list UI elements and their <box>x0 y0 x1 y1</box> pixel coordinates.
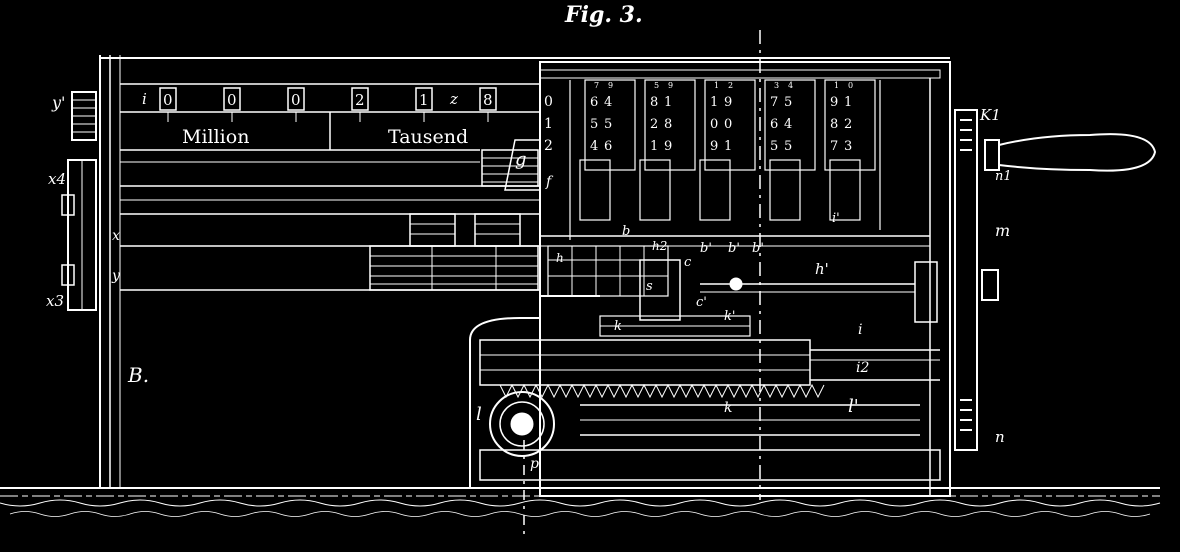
col-digit: 9 <box>830 95 838 110</box>
hatched-blocks <box>369 149 539 291</box>
result-letter-z: z <box>449 90 458 108</box>
label-f: f <box>545 174 554 190</box>
label-l1: l' <box>848 396 859 417</box>
label-kk: k <box>724 400 732 416</box>
label-s: s <box>646 279 653 294</box>
label-m: m <box>995 221 1010 240</box>
wheel-l <box>489 391 555 457</box>
label-x: x <box>112 228 120 244</box>
label-b1: b' <box>700 241 712 256</box>
col-digit: 6 <box>604 139 612 154</box>
col-top-digit: 2 <box>728 81 733 90</box>
col-digit: 4 <box>604 95 612 110</box>
col-digit: 5 <box>604 117 612 132</box>
label-h2: h2 <box>652 239 667 253</box>
row-number: 1 <box>544 116 553 132</box>
result-digit: 1 <box>419 91 429 109</box>
left-frame-plate <box>99 55 121 488</box>
col-digit: 8 <box>664 117 672 132</box>
result-digit: 8 <box>483 91 493 109</box>
label-c1: c' <box>696 295 707 310</box>
col-digit: 1 <box>844 95 852 110</box>
col-top-digit: 1 <box>834 81 839 90</box>
label-p: p <box>530 456 539 472</box>
drive-mechanism <box>540 235 938 337</box>
label-K1: K1 <box>979 106 1001 124</box>
label-k1: k' <box>724 309 735 324</box>
col-digit: 1 <box>724 139 732 154</box>
col-digit: 9 <box>710 139 718 154</box>
col-digit: 6 <box>590 95 598 110</box>
col-top-digit: 7 <box>594 81 599 90</box>
crank-handle <box>954 109 1157 451</box>
col-digit: 2 <box>650 117 658 132</box>
col-digit: 7 <box>770 95 778 110</box>
col-digit: 5 <box>590 117 598 132</box>
label-x4: x4 <box>48 170 66 188</box>
right-frame <box>539 61 951 497</box>
scale-ticks <box>167 112 489 150</box>
left-gear-stack <box>61 91 97 311</box>
col-digit: 0 <box>724 117 732 132</box>
col-digit: 3 <box>844 139 852 154</box>
col-digit: 7 <box>830 139 838 154</box>
col-digit: 1 <box>710 95 718 110</box>
col-top-digit: 0 <box>848 81 853 90</box>
label-l: l <box>476 404 482 425</box>
result-digit: 0 <box>291 91 301 109</box>
label-y1: y' <box>51 93 65 112</box>
scale-label-million: Million <box>182 126 249 148</box>
col-digit: 4 <box>784 117 792 132</box>
figure-title: Fig. 3. <box>564 2 643 28</box>
col-digit: 8 <box>650 95 658 110</box>
scale-label-tausend: Tausend <box>388 126 468 148</box>
col-digit: 2 <box>844 117 852 132</box>
label-h: h <box>556 251 564 265</box>
result-register <box>159 87 497 111</box>
col-digit: 5 <box>784 139 792 154</box>
col-digit: 4 <box>590 139 598 154</box>
label-g: g <box>515 149 527 170</box>
col-top-digit: 1 <box>714 81 719 90</box>
result-digit: 0 <box>227 91 237 109</box>
row-number: 0 <box>544 94 553 110</box>
label-b2: b' <box>728 241 740 256</box>
col-digit: 1 <box>664 95 672 110</box>
machine-label-B: B. <box>127 363 149 387</box>
label-n: n <box>995 428 1005 446</box>
col-top-digit: 5 <box>654 81 659 90</box>
horizontal-rails <box>100 57 950 291</box>
rack-assembly <box>469 295 941 488</box>
col-digit: 0 <box>710 117 718 132</box>
col-digit: 1 <box>650 139 658 154</box>
col-top-digit: 9 <box>608 81 613 90</box>
ground-base <box>0 487 1161 517</box>
col-digit: 9 <box>664 139 672 154</box>
col-digit: 8 <box>830 117 838 132</box>
label-i: i <box>858 322 862 338</box>
col-digit: 5 <box>784 95 792 110</box>
label-b3: b' <box>752 241 764 256</box>
result-digit: 0 <box>163 91 173 109</box>
label-i1: i' <box>832 211 840 226</box>
label-y: y <box>111 268 121 284</box>
result-digit: 2 <box>355 91 365 109</box>
label-x3: x3 <box>46 292 64 310</box>
col-top-digit: 9 <box>668 81 673 90</box>
setting-column-frames <box>569 79 881 240</box>
col-top-digit: 3 <box>774 81 779 90</box>
label-i2: i2 <box>856 360 869 376</box>
row-number: 2 <box>544 138 553 154</box>
label-h1: h' <box>815 260 829 278</box>
col-digit: 9 <box>724 95 732 110</box>
label-n1: n1 <box>995 169 1012 184</box>
col-digit: 6 <box>770 117 778 132</box>
result-letter-i: i <box>142 90 147 108</box>
label-k: k <box>614 319 622 334</box>
col-top-digit: 4 <box>788 81 793 90</box>
col-digit: 5 <box>770 139 778 154</box>
label-c: c <box>684 255 692 270</box>
label-b: b <box>622 224 630 239</box>
